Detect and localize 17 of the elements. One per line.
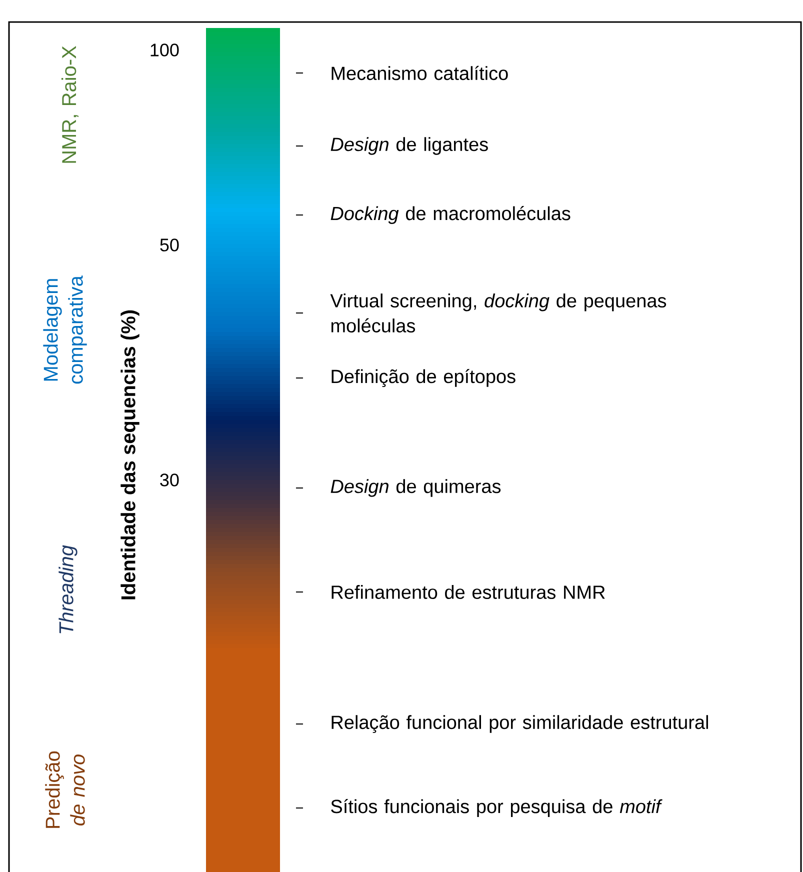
tick-label: 100	[150, 44, 179, 56]
tick-label: 30	[160, 474, 179, 486]
category-label: Predição de novo	[45, 751, 85, 828]
list-item: Design de quimeras	[330, 479, 501, 497]
category-label: Modelagem comparativa	[43, 276, 87, 384]
list-item: Relação funcional por similaridade estrutural	[332, 715, 708, 733]
axis-title: Identidade das sequencias (%)	[120, 310, 140, 600]
list-item: Mecanismo catalítico	[332, 66, 508, 80]
list-item: Docking de macromoléculas	[330, 206, 570, 224]
list-item: Design de ligantes	[330, 137, 488, 155]
category-label: Threading	[58, 545, 78, 634]
list-item: Sítios funcionais por pesquisa de motif	[331, 799, 662, 817]
list-item: Refinamento de estruturas NMR	[332, 585, 605, 599]
category-label: NMR, Raio-X	[61, 46, 79, 163]
list-item: Virtual screening, docking de pequenas moléculas	[330, 294, 666, 332]
list-item: Definição de epítopos	[332, 369, 516, 388]
tick-label: 50	[160, 238, 179, 252]
